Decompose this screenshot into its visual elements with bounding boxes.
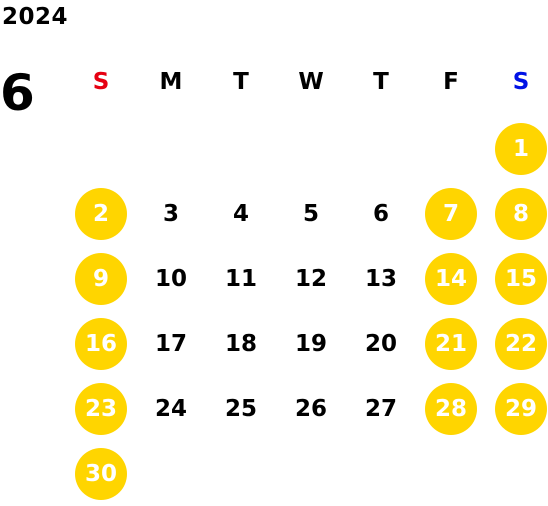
- day-cell[interactable]: 4: [206, 181, 276, 246]
- day-number: 20: [364, 330, 397, 357]
- holiday-day-number: 9: [75, 252, 127, 305]
- day-cell[interactable]: 19: [276, 311, 346, 376]
- holiday-day-number: 16: [75, 317, 127, 370]
- holiday-day-number: 23: [75, 382, 127, 435]
- day-number: 11: [224, 265, 257, 292]
- day-number: 25: [224, 395, 257, 422]
- weekday-label: T: [233, 69, 249, 95]
- day-cell[interactable]: 13: [346, 246, 416, 311]
- day-cell[interactable]: 14: [416, 246, 486, 311]
- day-number: 13: [364, 265, 397, 292]
- day-cell[interactable]: 17: [136, 311, 206, 376]
- day-cell[interactable]: 25: [206, 376, 276, 441]
- day-number: 5: [302, 200, 319, 227]
- day-cell[interactable]: 16: [66, 311, 136, 376]
- day-cell[interactable]: 3: [136, 181, 206, 246]
- holiday-day-number: 7: [425, 187, 477, 240]
- day-cell[interactable]: 8: [486, 181, 548, 246]
- weekday-label: W: [298, 69, 324, 95]
- weekday-label: F: [443, 69, 459, 95]
- holiday-day-number: 29: [495, 382, 547, 435]
- day-cell[interactable]: 24: [136, 376, 206, 441]
- day-number: 27: [364, 395, 397, 422]
- day-cell[interactable]: 7: [416, 181, 486, 246]
- holiday-day-number: 8: [495, 187, 547, 240]
- holiday-day-number: 28: [425, 382, 477, 435]
- day-cell[interactable]: 21: [416, 311, 486, 376]
- day-number: 10: [154, 265, 187, 292]
- day-cell[interactable]: 20: [346, 311, 416, 376]
- day-cell[interactable]: 6: [346, 181, 416, 246]
- holiday-day-number: 21: [425, 317, 477, 370]
- holiday-day-number: 22: [495, 317, 547, 370]
- day-number: 4: [232, 200, 249, 227]
- holiday-day-number: 30: [75, 447, 127, 500]
- day-cell[interactable]: 15: [486, 246, 548, 311]
- day-cell[interactable]: 5: [276, 181, 346, 246]
- holiday-day-number: 14: [425, 252, 477, 305]
- day-cell[interactable]: 2: [66, 181, 136, 246]
- day-cell[interactable]: 11: [206, 246, 276, 311]
- day-cell[interactable]: 1: [486, 116, 548, 181]
- day-cell[interactable]: 23: [66, 376, 136, 441]
- weekday-label: S: [92, 69, 110, 95]
- weekday-label: S: [512, 69, 530, 95]
- day-number: 18: [224, 330, 257, 357]
- day-cell[interactable]: 27: [346, 376, 416, 441]
- day-number: 12: [294, 265, 327, 292]
- weekday-label: T: [373, 69, 389, 95]
- weekday-label: M: [159, 69, 183, 95]
- day-number: 19: [294, 330, 327, 357]
- day-cell[interactable]: 12: [276, 246, 346, 311]
- day-cell[interactable]: 26: [276, 376, 346, 441]
- month-number: 6: [0, 64, 35, 122]
- day-cell[interactable]: 10: [136, 246, 206, 311]
- day-number: 26: [294, 395, 327, 422]
- day-cell[interactable]: 18: [206, 311, 276, 376]
- day-number: 24: [154, 395, 187, 422]
- holiday-day-number: 2: [75, 187, 127, 240]
- year-label: 2024: [2, 4, 69, 30]
- day-cell[interactable]: 29: [486, 376, 548, 441]
- day-cell[interactable]: 28: [416, 376, 486, 441]
- day-number: 17: [154, 330, 187, 357]
- holiday-day-number: 1: [495, 122, 547, 175]
- day-number: 6: [372, 200, 389, 227]
- day-cell[interactable]: 22: [486, 311, 548, 376]
- day-cell[interactable]: 30: [66, 441, 136, 506]
- day-cell[interactable]: 9: [66, 246, 136, 311]
- holiday-day-number: 15: [495, 252, 547, 305]
- day-number: 3: [162, 200, 179, 227]
